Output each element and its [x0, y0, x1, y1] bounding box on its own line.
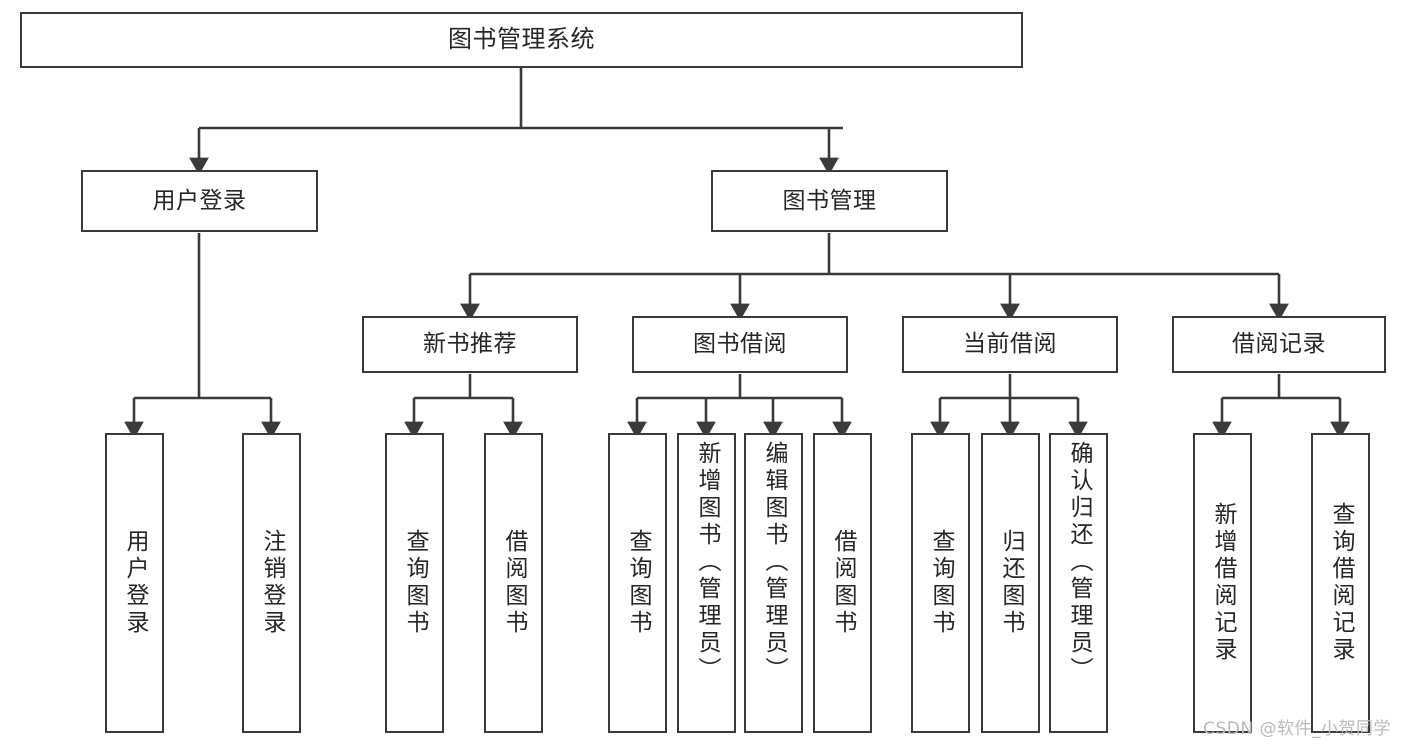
csdn-watermark: CSDN @软件_小贺同学 [1203, 719, 1391, 739]
node-label: 归还图书 [998, 529, 1024, 637]
node-label: 确认归还（管理员） [1066, 441, 1092, 684]
node-leaf-query-book-2[interactable]: 查询图书 [608, 433, 667, 733]
node-leaf-borrow-book-2[interactable]: 借阅图书 [813, 433, 872, 733]
node-label: 新增借阅记录 [1210, 502, 1236, 664]
node-leaf-query-book-3[interactable]: 查询图书 [911, 433, 970, 733]
node-leaf-add-book-admin[interactable]: 新增图书（管理员） [677, 433, 736, 733]
node-user-login[interactable]: 用户登录 [81, 170, 318, 232]
node-leaf-confirm-return-admin[interactable]: 确认归还（管理员） [1049, 433, 1108, 733]
node-label: 用户登录 [122, 529, 148, 637]
node-label: 新增图书（管理员） [694, 441, 720, 684]
node-leaf-add-borrow-record[interactable]: 新增借阅记录 [1193, 433, 1252, 733]
node-label: 新书推荐 [423, 331, 517, 358]
node-label: 当前借阅 [963, 331, 1057, 358]
node-leaf-return-book[interactable]: 归还图书 [981, 433, 1040, 733]
node-label: 图书借阅 [693, 331, 787, 358]
node-book-management[interactable]: 图书管理 [711, 170, 948, 232]
node-current-borrowing[interactable]: 当前借阅 [902, 316, 1118, 373]
node-label: 用户登录 [152, 187, 247, 214]
node-label: 图书管理 [782, 187, 877, 214]
node-root-book-management-system[interactable]: 图书管理系统 [20, 12, 1023, 68]
node-label: 编辑图书（管理员） [761, 441, 787, 684]
node-leaf-logout[interactable]: 注销登录 [242, 433, 301, 733]
node-label: 查询借阅记录 [1328, 502, 1354, 664]
node-book-borrowing[interactable]: 图书借阅 [632, 316, 848, 373]
node-leaf-edit-book-admin[interactable]: 编辑图书（管理员） [744, 433, 803, 733]
node-leaf-query-book-1[interactable]: 查询图书 [385, 433, 444, 733]
node-label: 借阅图书 [830, 529, 856, 637]
node-new-book-recommendation[interactable]: 新书推荐 [362, 316, 578, 373]
node-label: 借阅记录 [1232, 331, 1326, 358]
node-label: 查询图书 [402, 529, 428, 637]
node-leaf-user-login[interactable]: 用户登录 [105, 433, 164, 733]
node-label: 查询图书 [928, 529, 954, 637]
node-label: 借阅图书 [501, 529, 527, 637]
node-label: 图书管理系统 [448, 25, 595, 54]
node-leaf-borrow-book-1[interactable]: 借阅图书 [484, 433, 543, 733]
node-leaf-query-borrow-record[interactable]: 查询借阅记录 [1311, 433, 1370, 733]
node-label: 注销登录 [259, 529, 285, 637]
node-borrowing-record[interactable]: 借阅记录 [1172, 316, 1386, 373]
node-label: 查询图书 [625, 529, 651, 637]
